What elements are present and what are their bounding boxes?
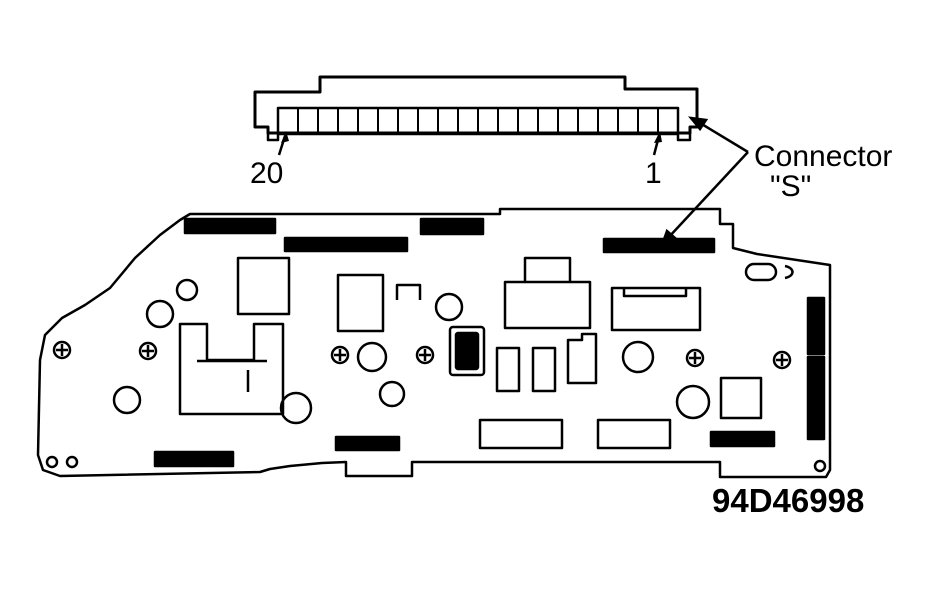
pin-1-callout: 1	[645, 131, 662, 190]
component-module-2	[610, 286, 702, 332]
component-square-1	[236, 256, 291, 316]
component-square-2	[336, 273, 385, 333]
solder-pad-top-1	[183, 217, 277, 235]
component-rect-3	[566, 332, 598, 385]
connector-right-foot	[676, 133, 692, 142]
pin-20-callout: 20	[250, 131, 289, 190]
connector-label-line2: "S"	[770, 170, 811, 203]
component-rect-2	[531, 346, 557, 393]
component-u-bracket	[395, 283, 422, 300]
connector-s	[253, 75, 699, 142]
component-slot-2	[596, 418, 672, 450]
component-bracket	[178, 322, 285, 416]
component-oval-slot	[744, 262, 778, 282]
screw-3	[330, 345, 350, 365]
solder-pad-bottom-3	[709, 430, 776, 448]
solder-pad-right-1	[806, 296, 826, 356]
connector-label-line1: Connector	[754, 140, 892, 173]
solder-pad-right-2	[806, 355, 826, 441]
screw-2	[138, 341, 158, 361]
screw-1	[52, 340, 72, 360]
screw-4	[415, 345, 435, 365]
component-rect-1	[495, 346, 521, 393]
solder-pad-bottom-2	[334, 435, 401, 452]
connector-left-foot	[266, 133, 280, 142]
component-chip	[448, 325, 486, 377]
solder-pad-top-2	[283, 236, 409, 253]
connector-s-callout: Connector "S"	[659, 116, 892, 248]
figure-id-label: 94D46998	[712, 482, 864, 519]
solder-pad-top-3	[419, 217, 485, 236]
solder-pad-bottom-1	[153, 450, 235, 468]
component-slot-1	[478, 418, 564, 450]
circuit-board	[36, 207, 832, 479]
screw-6	[772, 350, 792, 370]
screw-5	[685, 348, 705, 368]
connector-pin-dividers	[297, 108, 659, 134]
pin-20-label: 20	[250, 157, 283, 190]
component-module-1	[503, 256, 592, 330]
screw-holes	[52, 340, 792, 370]
connector-housing	[253, 75, 699, 135]
connector-s-pads	[602, 237, 716, 254]
connector-leader-arrows	[659, 116, 749, 248]
round-openings	[45, 278, 827, 473]
pin-1-label: 1	[645, 157, 662, 190]
component-square-3	[719, 376, 763, 420]
board-outline	[36, 207, 832, 479]
